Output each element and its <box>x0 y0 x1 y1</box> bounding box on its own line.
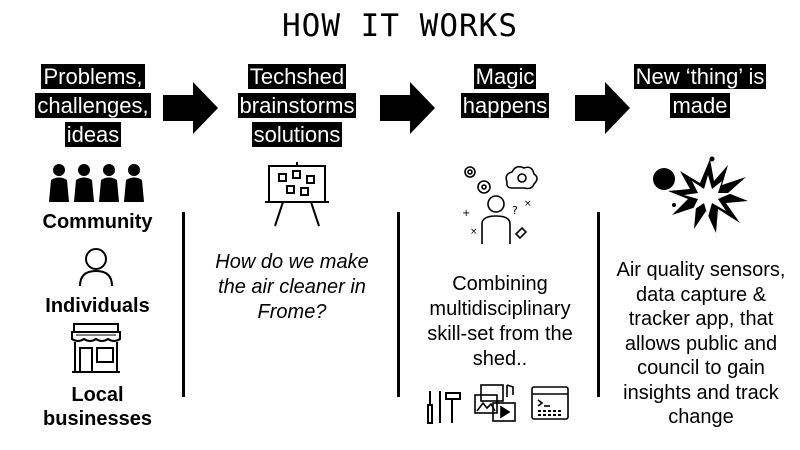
label-local-businesses: Local businesses <box>43 384 152 430</box>
step-magic: Magic happens <box>460 64 550 118</box>
svg-text:?: ? <box>512 204 518 217</box>
divider <box>397 212 400 397</box>
arrow-right-icon <box>575 82 630 134</box>
page-title: HOW IT WORKS <box>282 8 518 44</box>
community-icon <box>49 164 144 202</box>
code-icon <box>531 386 569 420</box>
svg-text:×: × <box>524 199 532 209</box>
shop-icon <box>71 323 121 373</box>
label-individuals: Individuals <box>45 295 150 317</box>
divider <box>182 212 185 397</box>
tools-icon <box>427 391 461 424</box>
combining-text: Combining multidisciplinary skill-set fr… <box>427 273 573 370</box>
arrow-right-icon <box>380 82 435 134</box>
whiteboard-icon <box>265 162 329 227</box>
media-icon <box>474 384 516 422</box>
step-brainstorm: Techshed brainstorms solutions <box>237 64 357 147</box>
person-icon <box>79 248 113 287</box>
svg-text:×: × <box>470 227 478 237</box>
thinking-person-icon: ? + × × <box>462 165 538 244</box>
step-problems: Problems, challenges, ideas <box>35 64 151 147</box>
svg-text:+: + <box>462 208 470 219</box>
arrow-right-icon <box>163 82 218 134</box>
explosion-icon <box>653 156 748 233</box>
divider <box>597 212 600 397</box>
outcome-text: Air quality sensors, data capture & trac… <box>616 259 786 428</box>
label-community: Community <box>42 211 153 233</box>
question-text: How do we make the air cleaner in Frome? <box>215 251 369 323</box>
step-new-thing: New ‘thing’ is made <box>633 64 767 118</box>
